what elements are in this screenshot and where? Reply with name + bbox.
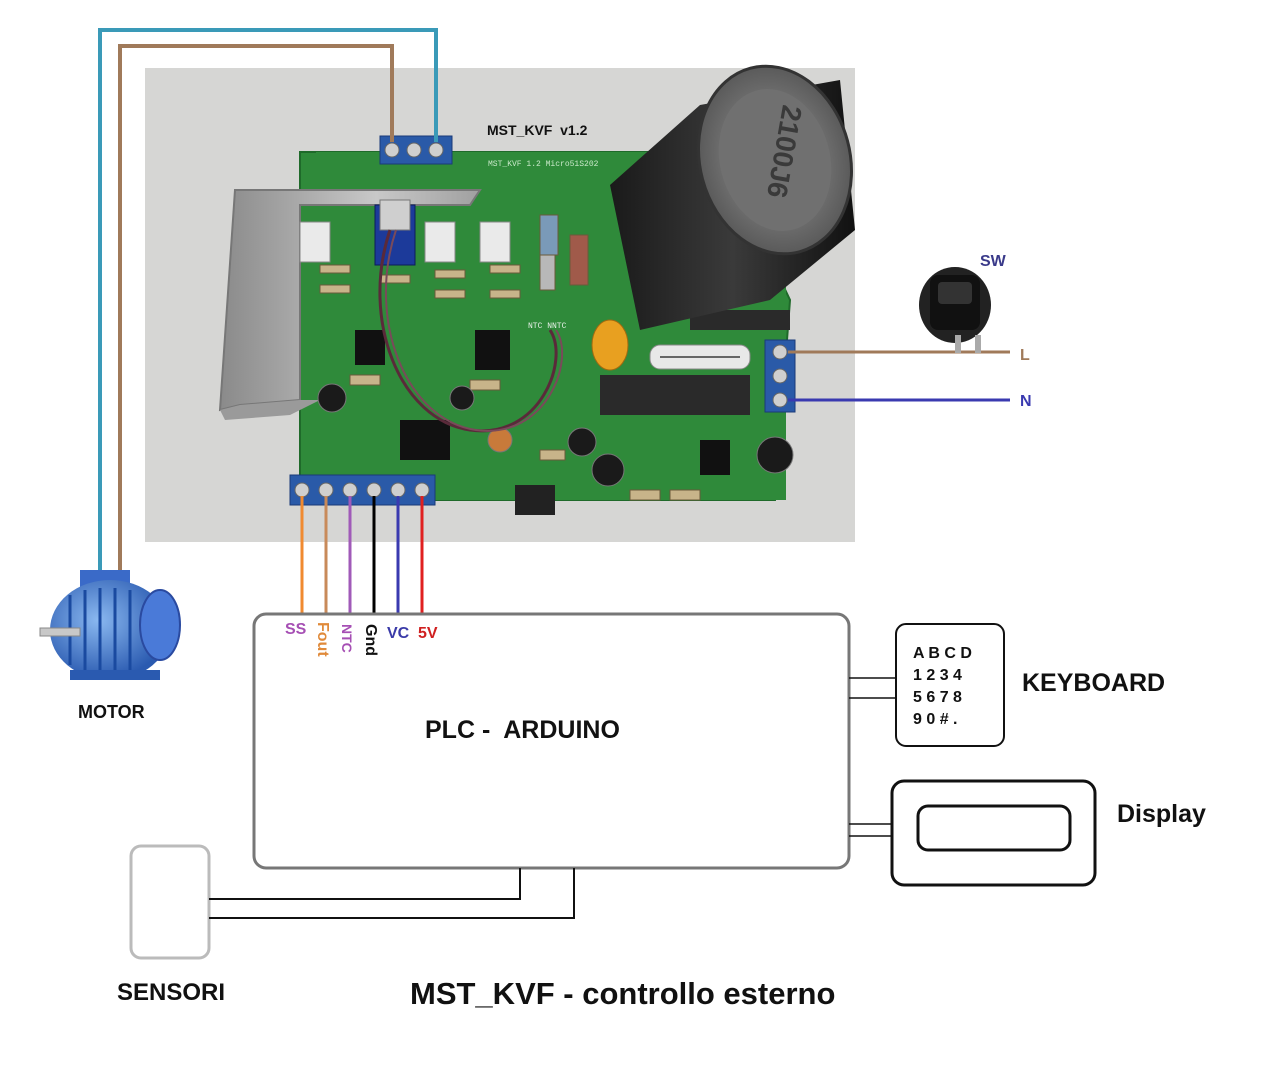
sensor-box <box>129 844 211 960</box>
heatsink <box>218 189 482 412</box>
motor-wires <box>98 28 438 580</box>
keypad-row: 5 6 7 8 <box>913 689 962 706</box>
ntc-wires <box>378 229 558 433</box>
plc-box <box>252 612 851 870</box>
keypad-row: A B C D <box>913 645 972 662</box>
ic-chips <box>355 310 790 515</box>
sensor-label: SENSORI <box>117 979 225 1006</box>
pcb-components <box>319 214 701 501</box>
bulk-capacitor: 2100J6 <box>610 64 855 330</box>
motor-wire-brown <box>118 44 394 580</box>
line-label: L <box>1020 347 1030 364</box>
control-terminal-block <box>289 474 436 506</box>
keyboard-box <box>895 623 1005 747</box>
keypad-row: 1 2 3 4 <box>913 667 962 684</box>
pin-label-fout: Fout <box>314 622 331 657</box>
display-screen <box>916 804 1072 852</box>
switch-label: SW <box>980 253 1007 270</box>
keyboard-label: KEYBOARD <box>1022 669 1165 697</box>
motor-icon <box>39 570 181 680</box>
motor-wire-blue <box>98 28 438 580</box>
fuse <box>649 344 751 370</box>
sensor-wires <box>209 868 575 919</box>
pin-label-ss: SS <box>285 621 307 638</box>
display-label: Display <box>1117 800 1206 828</box>
pin-label-5v: 5V <box>418 625 438 642</box>
silkscreen-label: MST_KVF 1.2 Micro51S202 <box>488 160 599 169</box>
y-capacitor <box>591 319 629 371</box>
display-connection <box>849 823 892 837</box>
diagram-title: MST_KVF - controllo esterno <box>410 976 835 1011</box>
rocker-switch-icon <box>919 267 991 353</box>
plc-label: PLC - ARDUINO <box>425 716 620 744</box>
keypad-row: 9 0 # . <box>913 711 957 728</box>
pin-label-ntc: NTC <box>339 624 355 653</box>
ntc-silkscreen: NTC NNTC <box>528 322 567 331</box>
pin-labels: SS Fout NTC Gnd VC 5V <box>285 621 438 657</box>
keypad-rows: A B C D 1 2 3 4 5 6 7 8 9 0 # . <box>913 645 972 728</box>
pin-label-vc: VC <box>387 625 410 642</box>
pin-label-gnd: Gnd <box>362 624 379 656</box>
board-photo: 2100J6 MST_KVF 1.2 Micro51S202 NTC NNTC <box>145 64 855 542</box>
electrolytic-caps <box>317 383 794 487</box>
control-wires <box>300 496 424 614</box>
board-version-label: MST_KVF v1.2 <box>487 122 588 138</box>
motor-label: MOTOR <box>78 702 145 722</box>
neutral-label: N <box>1020 393 1032 410</box>
keyboard-connection <box>849 677 896 699</box>
